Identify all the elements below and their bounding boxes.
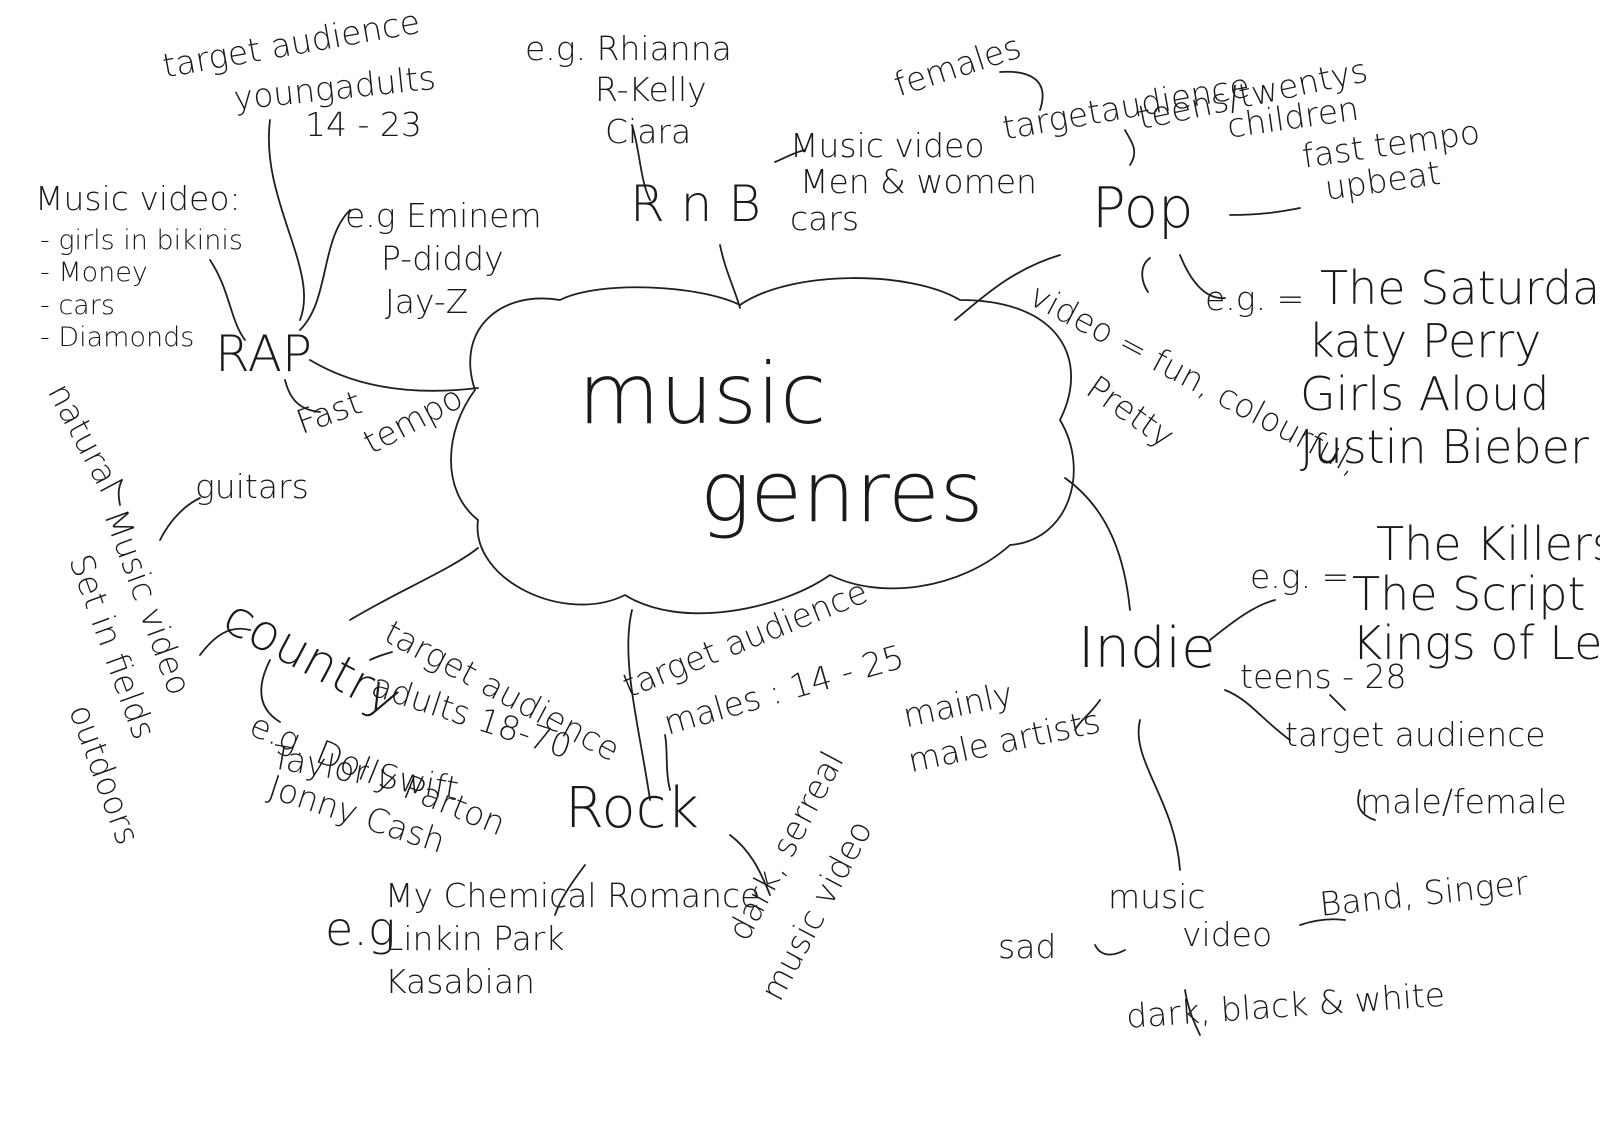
- rnb-to-center-line: [719, 244, 741, 309]
- pop-to-examples-line: [1179, 254, 1226, 299]
- rock-example-item: My Chemical Romance: [385, 876, 761, 915]
- video-to-natural-line: [117, 479, 123, 506]
- pop-examples: The Saturdays katy Perry Girls Aloud Jus…: [1300, 262, 1600, 474]
- center-cloud-outline: [450, 277, 1075, 615]
- rap-video-item: - Money: [40, 257, 148, 289]
- country-to-examples-line: [260, 659, 281, 723]
- rap-video-title: Music video:: [35, 179, 241, 218]
- rap-example-item: e.g Eminem: [345, 196, 542, 235]
- indie-examples: The Killers The Script Kings of Leon: [1352, 517, 1600, 671]
- rap-to-center-line: [309, 359, 479, 392]
- indie-to-center-line: [1064, 477, 1131, 611]
- indie-to-audience-line: [1224, 689, 1291, 741]
- indie-audience-ages: teens - 28: [1240, 657, 1407, 696]
- rap-video-item: - girls in bikinis: [40, 225, 243, 256]
- pop-to-audience-line: [1124, 129, 1136, 166]
- natural-to-guitars-line: [159, 497, 201, 541]
- rap-to-video-line: [209, 259, 246, 341]
- center-title-line1: music: [578, 345, 827, 443]
- genre-indie: Indie: [1078, 616, 1216, 681]
- rock-examples: My Chemical Romance Linkin Park Kasabian: [385, 875, 760, 1004]
- rap-video-item: - Diamonds: [40, 322, 195, 354]
- indie-example-item: The Script: [1352, 566, 1586, 621]
- rap-video-list: - girls in bikinis - Money - cars - Diam…: [40, 225, 243, 355]
- rock-examples-label: e.g: [325, 902, 396, 956]
- center-title-line2: genres: [700, 443, 984, 541]
- pop-to-females-line: [999, 70, 1044, 111]
- pop-example-item: Justin Bieber: [1300, 419, 1589, 474]
- rock-to-center-line: [627, 609, 651, 801]
- rnb-example-item: e.g. Rhianna: [525, 29, 732, 68]
- video-to-dark-line: [1184, 989, 1201, 1036]
- rock-to-video-line: [729, 834, 771, 896]
- audience-to-value-line: [1357, 789, 1376, 821]
- country-to-center-line: [349, 547, 479, 621]
- genre-rnb: R n B: [630, 175, 761, 233]
- indie-examples-label: e.g. =: [1250, 557, 1350, 596]
- rap-video-item: - cars: [40, 289, 115, 321]
- rnb-video-item: cars: [790, 198, 860, 238]
- indie-example-item: The Killers: [1376, 517, 1600, 571]
- country-to-audience-line: [369, 651, 393, 661]
- pop-example-item: katy Perry: [1308, 313, 1542, 368]
- pop-to-tempo-line: [1229, 207, 1301, 216]
- pop-example-item: Girls Aloud: [1300, 366, 1550, 421]
- genre-rock: Rock: [565, 776, 699, 841]
- rap-audience-ages: 14 - 23: [305, 105, 422, 144]
- rap-to-examples-line: [299, 209, 351, 331]
- indie-audience-label: target audience: [1285, 715, 1546, 754]
- rock-to-examples-line: [554, 864, 586, 916]
- indie-video-sad: sad: [998, 927, 1057, 966]
- rap-examples: e.g Eminem P-diddy Jay-Z: [345, 195, 542, 324]
- rock-example-item: Linkin Park: [385, 918, 565, 958]
- video-to-band-line: [1299, 918, 1346, 926]
- rap-to-audience-line: [268, 119, 305, 321]
- rnb-example-item: R-Kelly: [595, 70, 707, 110]
- indie-to-video-line: [1137, 719, 1181, 871]
- rap-example-item: Jay-Z: [385, 281, 469, 321]
- rnb-video: Music video Men & women cars: [790, 126, 1037, 238]
- rap-to-tempo-line: [284, 379, 321, 413]
- pop-to-video-line: [1141, 257, 1151, 293]
- country-to-video-line: [199, 627, 251, 656]
- indie-to-artists-line: [1074, 699, 1101, 731]
- genre-pop: Pop: [1092, 176, 1194, 241]
- indie-video-line2: video: [1182, 915, 1273, 954]
- rnb-example-item: Ciara: [605, 111, 692, 151]
- rnb-video-item: Men & women: [800, 162, 1037, 202]
- indie-video-line1: music: [1108, 877, 1206, 916]
- rnb-examples: e.g. Rhianna R-Kelly Ciara: [525, 28, 732, 152]
- pop-example-item: The Saturdays: [1320, 261, 1600, 315]
- country-guitars: guitars: [195, 467, 309, 506]
- rap-example-item: P-diddy: [381, 238, 504, 278]
- rnb-video-item: Music video: [790, 126, 985, 165]
- rnb-to-examples-line: [631, 124, 651, 201]
- rock-example-item: Kasabian: [385, 961, 535, 1001]
- indie-ages-connector: [1329, 694, 1346, 711]
- pop-examples-label: e.g. =: [1205, 279, 1305, 318]
- indie-example-item: Kings of Leon: [1352, 616, 1600, 671]
- rnb-to-video-line: [774, 149, 806, 163]
- indie-audience-value: male/female: [1360, 782, 1567, 821]
- genre-rap: RAP: [215, 325, 313, 383]
- pop-to-center-line: [954, 254, 1061, 321]
- video-to-sad-line: [1094, 944, 1126, 956]
- rock-to-audience-line: [664, 734, 671, 791]
- indie-to-examples-line: [1209, 599, 1276, 641]
